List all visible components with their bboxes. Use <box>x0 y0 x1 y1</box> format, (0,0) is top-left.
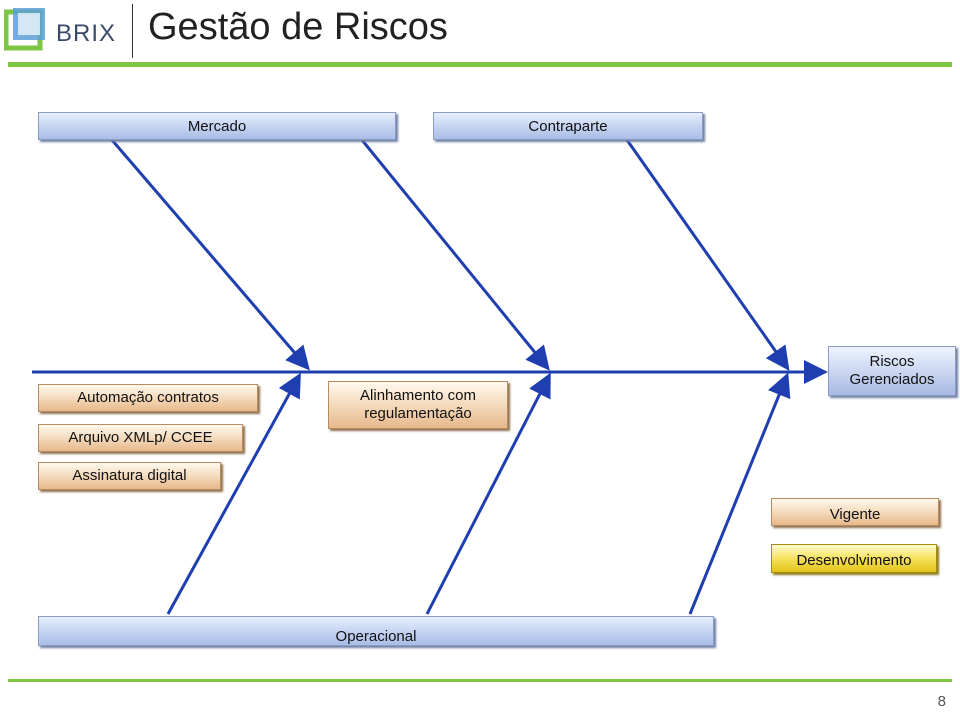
alinhamento-line-2: regulamentação <box>364 405 472 422</box>
effect-riscos-gerenciados: Riscos Gerenciados <box>828 346 956 396</box>
bone-mercado-1 <box>110 139 310 371</box>
item-automacao-contratos: Automação contratos <box>38 384 258 412</box>
effect-line-1: Riscos <box>869 353 915 370</box>
category-mercado: Mercado <box>38 112 396 140</box>
bone-operacional-1 <box>166 372 301 615</box>
effect-line-2: Gerenciados <box>849 371 935 388</box>
legend-vigente: Vigente <box>771 498 939 526</box>
item-alinhamento-regulamentacao: Alinhamento com regulamentação <box>328 381 508 429</box>
bone-operacional-2 <box>425 372 551 615</box>
category-contraparte: Contraparte <box>433 112 703 140</box>
item-assinatura-digital: Assinatura digital <box>38 462 221 490</box>
bone-contraparte <box>625 139 790 371</box>
logo-divider <box>132 4 133 58</box>
logo-text: BRIX <box>56 20 117 47</box>
alinhamento-line-1: Alinhamento com <box>360 387 476 404</box>
page-title: Gestão de Riscos <box>148 6 448 48</box>
legend-desenvolvimento: Desenvolvimento <box>771 544 937 573</box>
item-arquivo-xmlp-ccee: Arquivo XMLp/ CCEE <box>38 424 243 452</box>
bone-operacional-3 <box>688 372 791 615</box>
brix-logo: BRIX <box>3 6 124 54</box>
footer-rule <box>8 679 952 682</box>
header-rule <box>8 62 952 67</box>
slide-header: BRIX Gestão de Riscos <box>0 0 960 70</box>
category-operacional: Operacional <box>38 616 714 646</box>
bone-mercado-2 <box>360 139 550 371</box>
page-number: 8 <box>937 693 946 710</box>
brix-logo-icon <box>3 8 45 51</box>
